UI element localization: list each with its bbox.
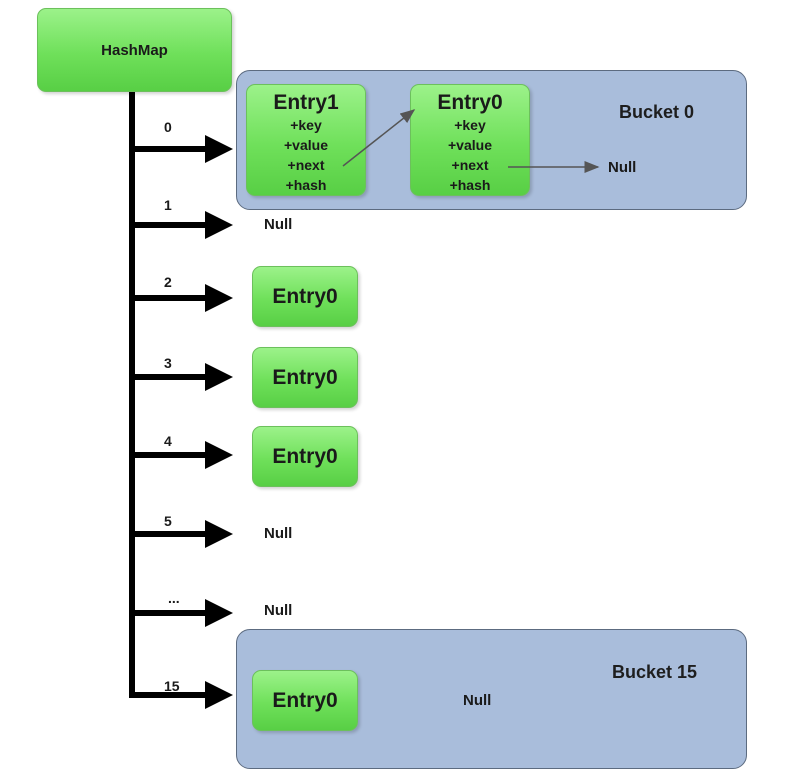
index-label-3: 3 [164, 355, 172, 371]
index-label-0: 0 [164, 119, 172, 135]
hashmap-node: HashMap [37, 8, 232, 92]
index-arrow-1 [132, 211, 233, 239]
null-row1: Null [264, 216, 293, 233]
null-row-ellipsis: Null [264, 602, 293, 619]
index-arrow-15 [132, 681, 233, 709]
entry0-row3-node: Entry0 [252, 347, 358, 408]
index-label-4: 4 [164, 433, 172, 449]
entry-title: Entry1 [273, 91, 339, 114]
index-label-15: 15 [164, 678, 180, 694]
index-arrow-4 [132, 441, 233, 469]
null-row5: Null [264, 525, 293, 542]
entry0-bucket0-node: Entry0 +key +value +next +hash [410, 84, 530, 196]
entry-title: Entry0 [272, 284, 338, 308]
entry-title: Entry0 [272, 365, 338, 389]
null-bucket0-next: Null [608, 159, 637, 176]
hashmap-label: HashMap [101, 41, 168, 59]
null-bucket15-next: Null [463, 692, 492, 709]
index-label-5: 5 [164, 513, 172, 529]
entry0-bucket15-node: Entry0 [252, 670, 358, 731]
entry-field-next: +next [287, 157, 325, 173]
bucket-0-label: Bucket 0 [619, 102, 695, 122]
entry-title: Entry0 [272, 444, 338, 468]
index-arrow-0 [132, 135, 233, 163]
index-label-1: 1 [164, 197, 172, 213]
index-label-ellipsis: ... [168, 590, 180, 606]
index-label-2: 2 [164, 274, 172, 290]
index-arrow-5 [132, 520, 233, 548]
entry-title: Entry0 [437, 91, 503, 114]
entry0-row2-node: Entry0 [252, 266, 358, 327]
entry-field-key: +key [454, 117, 486, 133]
entry1-node: Entry1 +key +value +next +hash [246, 84, 366, 196]
entry-field-hash: +hash [449, 177, 491, 193]
bucket-15-label: Bucket 15 [612, 662, 698, 682]
entry0-row4-node: Entry0 [252, 426, 358, 487]
index-arrow-3 [132, 363, 233, 391]
entry-field-value: +value [284, 137, 328, 153]
entry-field-hash: +hash [285, 177, 327, 193]
index-arrow-2 [132, 284, 233, 312]
index-arrow-ellipsis [132, 599, 233, 627]
entry-title: Entry0 [272, 688, 338, 712]
entry-field-value: +value [448, 137, 492, 153]
entry-field-key: +key [290, 117, 322, 133]
entry-field-next: +next [451, 157, 489, 173]
